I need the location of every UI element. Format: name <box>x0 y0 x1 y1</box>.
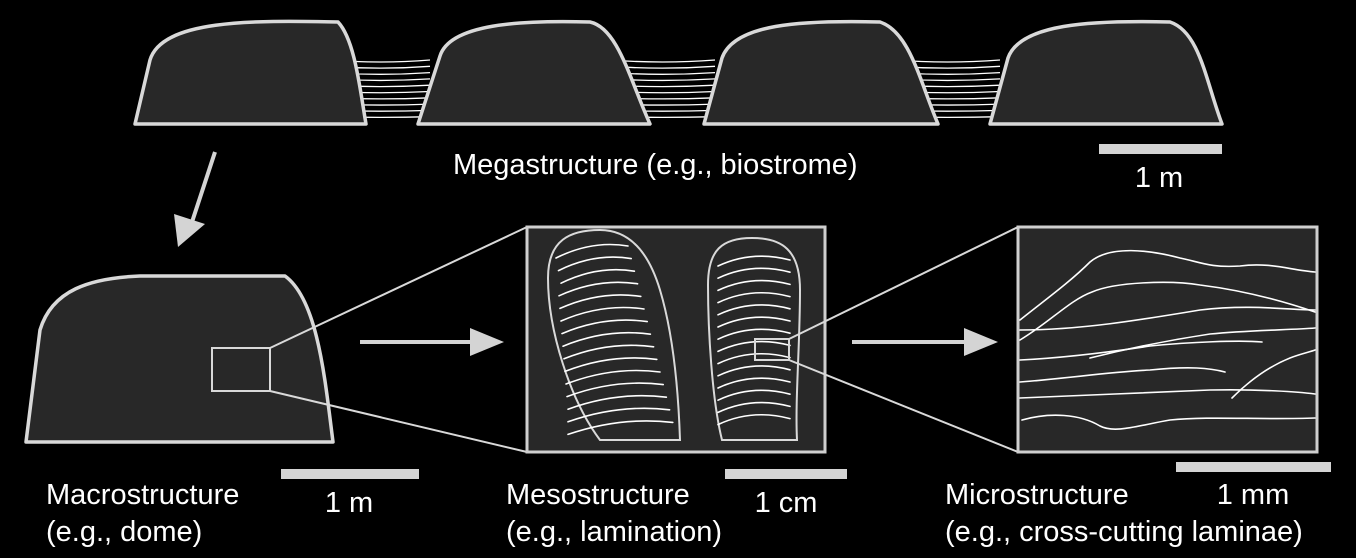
lamina-left <box>560 268 636 284</box>
zoom-line-top <box>269 226 528 349</box>
macrostructure-example: (e.g., dome) <box>46 516 202 548</box>
lamina-right <box>717 304 791 316</box>
lamina-left <box>567 407 671 423</box>
microstructure-panel <box>1016 225 1319 454</box>
lamina-right <box>717 377 791 389</box>
mesostructure-example: (e.g., lamination) <box>506 516 722 548</box>
micro-lamina-7 <box>1231 349 1316 399</box>
lamina-right <box>717 401 791 414</box>
micro-lamina-5 <box>1089 327 1316 359</box>
micro-lamina-8 <box>1019 389 1316 399</box>
megastructure-scale-bar <box>1099 144 1222 154</box>
megastructure-scale-label: 1 m <box>1135 162 1183 194</box>
microstructure-crosscutting: Microstructure (e.g., cross-cutting lami… <box>945 225 1331 548</box>
lamina-right <box>717 414 791 426</box>
microstructure-label: Microstructure <box>945 479 1129 511</box>
megastructure-label: Megastructure (e.g., biostrome) <box>453 149 858 181</box>
dome-inset-box <box>211 347 271 392</box>
lamina-right <box>717 255 791 267</box>
macrostructure-scale-bar <box>281 469 419 479</box>
laminae-left <box>555 243 674 436</box>
microstructure-example: (e.g., cross-cutting laminae) <box>945 516 1303 548</box>
column-left-outline <box>546 228 682 441</box>
biostrome-dome-4 <box>988 19 1224 126</box>
lamina-right <box>717 389 791 401</box>
lamina-right <box>717 279 791 292</box>
lamina-left <box>557 256 632 272</box>
micro-lamina-2 <box>1019 281 1316 341</box>
zoom-line-bottom-2 <box>788 359 1019 453</box>
lamination-inset-box <box>754 338 790 361</box>
lamina-left <box>564 357 658 373</box>
macrostructure-dome: Macrostructure (e.g., dome) 1 m <box>24 226 528 548</box>
microstructure-scale-label: 1 mm <box>1217 479 1290 511</box>
lamina-left <box>567 420 674 436</box>
biostrome-dome-2 <box>416 19 652 126</box>
arrow-meso-to-micro <box>852 328 998 356</box>
biostrome-dome-1 <box>133 19 368 126</box>
lamina-right <box>717 340 791 353</box>
megastructure-biostrome: Megastructure (e.g., biostrome) 1 m <box>133 19 1224 194</box>
micro-lamina-6 <box>1019 367 1226 383</box>
lamina-left <box>555 243 629 259</box>
lamina-right <box>717 353 791 365</box>
micro-lamina-3 <box>1019 306 1316 331</box>
zoom-line-bottom <box>269 390 528 453</box>
lamina-left <box>562 331 652 347</box>
mesostructure-scale-bar <box>725 469 847 479</box>
zoom-line-top-2 <box>788 226 1019 340</box>
lamina-left <box>563 344 655 360</box>
lamina-right <box>717 267 791 279</box>
lamina-left <box>559 294 642 310</box>
mesostructure-lamination: Mesostructure (e.g., lamination) 1 cm <box>506 225 1019 548</box>
lamina-left <box>558 281 639 297</box>
mesostructure-label: Mesostructure <box>506 479 690 511</box>
lamina-right <box>717 292 791 304</box>
lamina-left <box>567 394 668 410</box>
lamina-left <box>561 319 648 335</box>
lamina-left <box>565 369 661 385</box>
macrostructure-label: Macrostructure <box>46 479 239 511</box>
laminae-right <box>717 255 791 426</box>
lamina-right <box>717 328 791 340</box>
micro-lamina-4 <box>1019 340 1263 361</box>
lamina-right <box>717 316 791 328</box>
biostrome-dome-3 <box>702 19 940 126</box>
arrow-mega-to-macro <box>174 151 217 247</box>
lamina-left <box>560 306 645 322</box>
microstructure-scale-bar <box>1176 462 1331 472</box>
dome-shape <box>24 274 335 444</box>
arrow-macro-to-meso <box>360 328 504 356</box>
macrostructure-scale-label: 1 m <box>325 487 373 519</box>
micro-lamina-9 <box>1021 414 1316 430</box>
lamina-left <box>566 382 664 398</box>
mesostructure-scale-label: 1 cm <box>755 487 818 519</box>
lamina-right <box>717 365 791 377</box>
micro-lamina-1 <box>1019 249 1316 321</box>
